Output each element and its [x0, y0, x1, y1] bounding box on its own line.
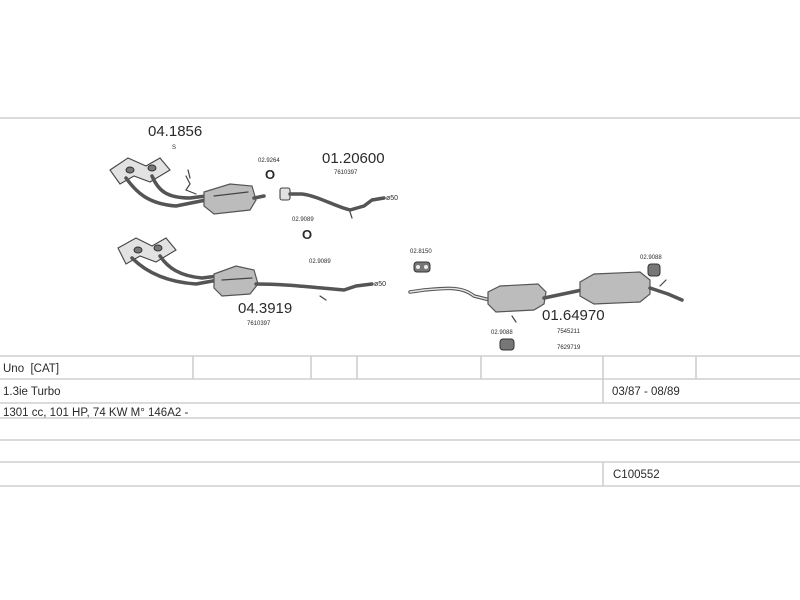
cat-seam — [221, 277, 253, 281]
model-cell: Uno [CAT] — [3, 363, 59, 375]
diameter-label-1: ø50 — [386, 195, 398, 202]
pipe-highlight — [409, 287, 491, 301]
middle-muffler — [487, 283, 547, 313]
catalytic-converter-1 — [203, 183, 257, 215]
front-pipe-2-tube-b — [158, 254, 220, 280]
hanger-block-1 — [413, 261, 431, 273]
gasket-ring-1[interactable]: O — [265, 167, 275, 182]
oe-number-7545211: 7545211 — [557, 329, 581, 335]
hanger-block-2 — [647, 263, 661, 277]
muffler-hook — [511, 315, 517, 323]
tail-hook — [659, 279, 667, 287]
middle-pipe-hook — [349, 211, 353, 219]
lambda-sensor — [187, 169, 191, 179]
gasket-ring-2[interactable]: O — [302, 227, 312, 242]
front-pipe-04-1856[interactable] — [109, 157, 266, 215]
catalytic-converter-2 — [213, 265, 259, 297]
hanger-hole — [424, 265, 428, 269]
middle-pipe-tube — [288, 192, 386, 212]
cat-outlet — [252, 194, 266, 200]
flange-hole — [147, 164, 157, 172]
part-number-02-9089-b: 02.9089 — [309, 259, 331, 265]
front-pipe-1-tube — [124, 176, 208, 208]
part-number-01-20600: 01.20600 — [322, 150, 385, 167]
cat-seam — [213, 191, 249, 197]
part-number-02-9088-b: 02.9088 — [491, 330, 513, 336]
code-cell: C100552 — [613, 469, 660, 481]
rear-silencer-01-64970[interactable] — [408, 271, 684, 323]
front-pipe-1-tube-b — [150, 174, 208, 200]
rear-muffler — [579, 271, 651, 305]
diameter-label-2: ø50 — [374, 281, 386, 288]
spec-cell: 1301 cc, 101 HP, 74 KW M° 146A2 - — [3, 407, 188, 419]
front-pipe-2-tube — [130, 256, 220, 286]
part-number-04-3919: 04.3919 — [238, 300, 292, 317]
hanger-block-3 — [499, 338, 515, 351]
flange-hole — [133, 246, 143, 254]
front-pipe-2-outlet — [254, 282, 374, 292]
oe-number-7610397-a: 7610397 — [334, 170, 358, 176]
part-number-04-1856: 04.1856 — [148, 123, 202, 140]
spec-table: Uno [CAT] 1.3ie Turbo 03/87 - 08/89 1301… — [0, 355, 800, 487]
hanger-hole — [416, 265, 420, 269]
flange-hole — [125, 166, 135, 174]
connecting-pipe — [542, 288, 584, 300]
period-cell: 03/87 - 08/89 — [612, 386, 680, 398]
manifold-flange-2 — [117, 237, 177, 265]
part-number-02-9088-a: 02.9088 — [640, 255, 662, 261]
hanger-02-9088-lower[interactable] — [499, 338, 515, 351]
oe-number-7629719: 7629719 — [557, 345, 581, 351]
part-number-01-64970: 01.64970 — [542, 307, 605, 324]
front-pipe-2-hook — [319, 295, 327, 301]
hanger-02-9088-rear[interactable] — [647, 263, 661, 277]
part-number-02-8150: 02.8150 — [410, 249, 432, 255]
front-pipe-04-3919[interactable] — [117, 237, 374, 301]
part-number-02-9089-a: 02.9089 — [292, 217, 314, 223]
tail-pipe — [648, 286, 684, 302]
part-number-02-9264: 02.9264 — [258, 158, 280, 164]
hanger-02-8150[interactable] — [413, 261, 431, 273]
part-suffix-s: S — [172, 145, 176, 151]
manifold-flange-1 — [109, 157, 171, 185]
middle-pipe-01-20600[interactable] — [279, 187, 386, 219]
oe-number-7610397-b: 7610397 — [247, 321, 271, 327]
flange-hole — [153, 244, 163, 252]
engine-cell: 1.3ie Turbo — [3, 386, 61, 398]
lambda-bracket — [185, 175, 197, 195]
